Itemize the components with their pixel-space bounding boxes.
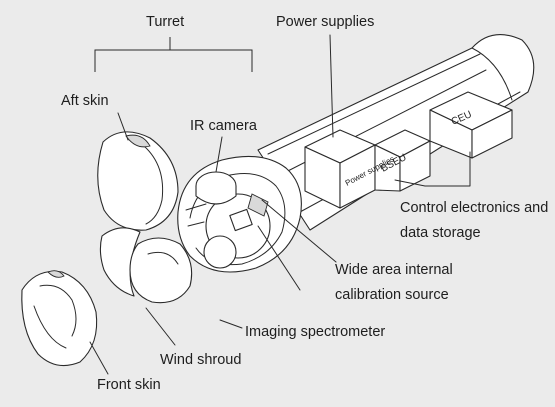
electronics-boxes: Power supplies BSEU CEU [304, 91, 513, 209]
label-imaging-spectrometer: Imaging spectrometer [245, 324, 386, 340]
turret-head [177, 155, 302, 273]
front-skin-shape [21, 270, 98, 367]
turret-bracket [94, 37, 253, 72]
label-turret: Turret [146, 14, 185, 30]
label-aft-skin: Aft skin [61, 93, 109, 109]
label-control-electronics: Control electronics and data storage [400, 200, 549, 241]
label-power-supplies: Power supplies [276, 14, 375, 30]
wind-shroud-shape [99, 227, 193, 304]
label-front-skin: Front skin [97, 377, 161, 393]
aft-skin-shape [97, 131, 179, 231]
label-ir-camera: IR camera [190, 118, 257, 134]
label-wind-shroud: Wind shroud [160, 352, 242, 368]
leader-lines [89, 34, 471, 375]
label-wide-area-calibration: Wide area internal calibration source [335, 262, 453, 303]
